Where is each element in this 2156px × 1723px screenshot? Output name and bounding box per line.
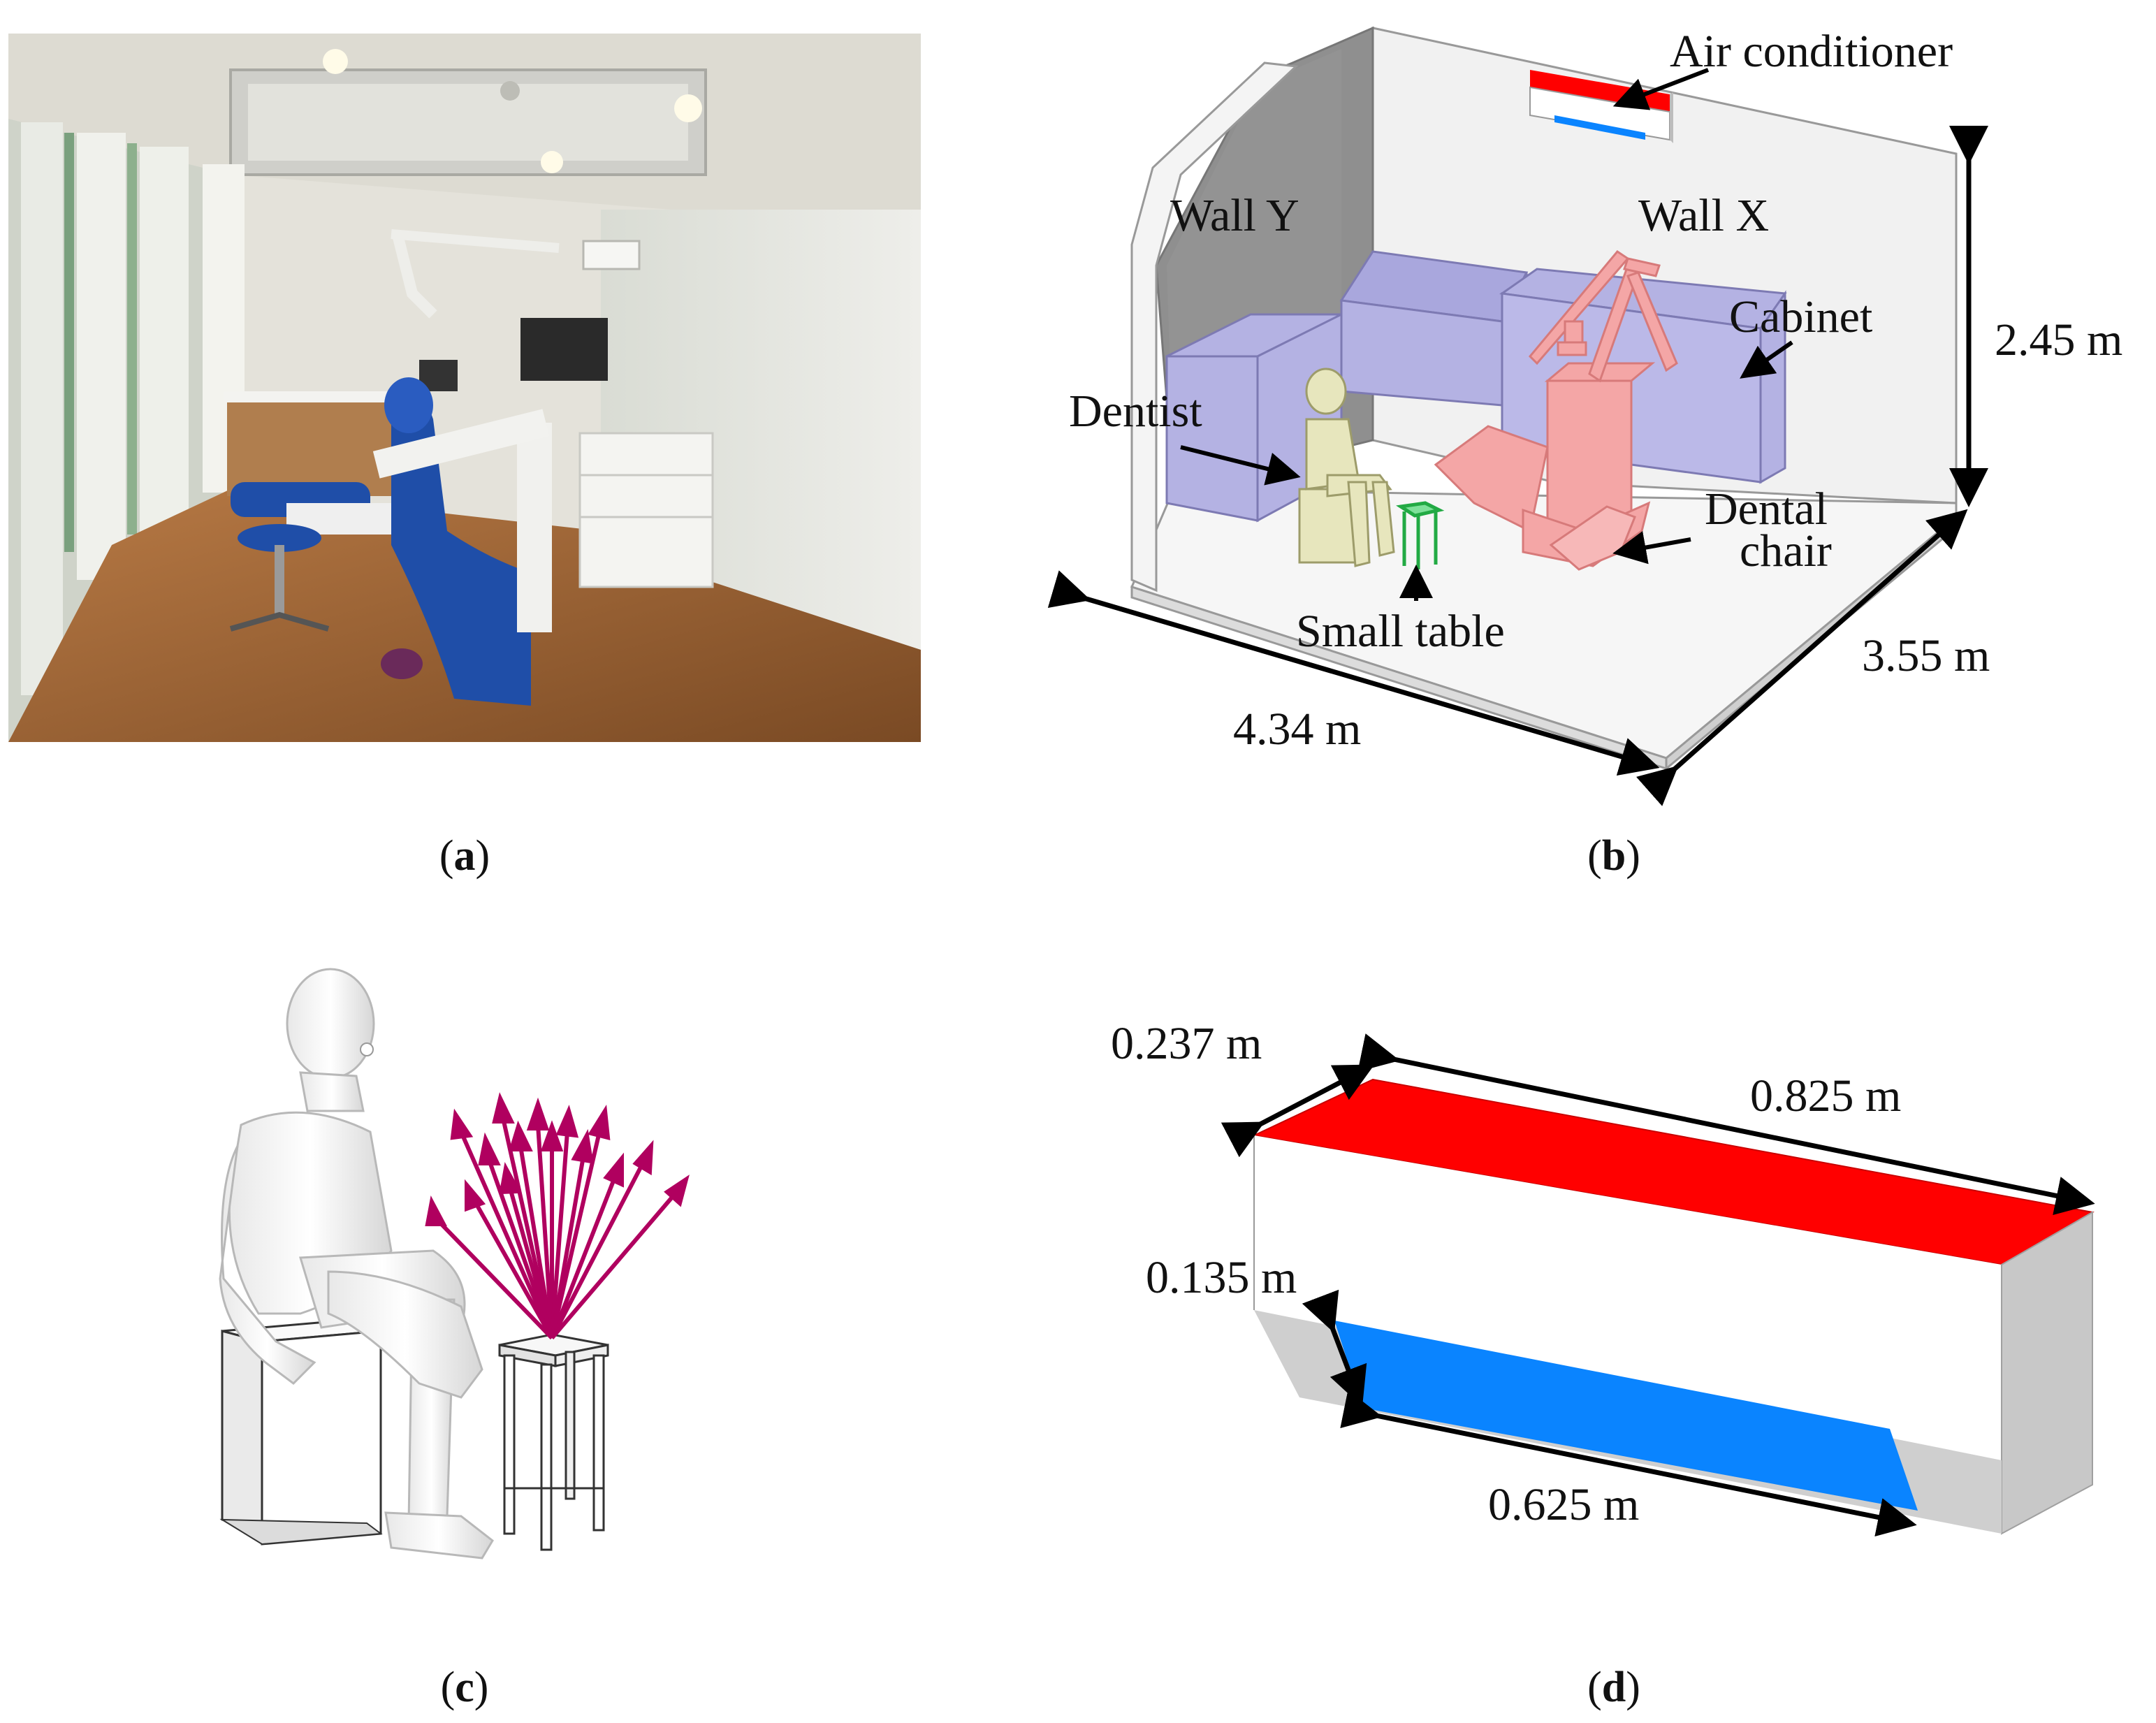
- arrow-air-conditioner: [1612, 68, 1710, 110]
- ac-front-face: [1254, 1135, 2002, 1460]
- dim-outlet-length-arrow: [1340, 1390, 1917, 1537]
- panel-c-model: [219, 968, 690, 1560]
- room-small-table: [1396, 501, 1445, 569]
- photo-cabinet: [227, 398, 405, 496]
- dim-outlet-length: 0.625 m: [1488, 1479, 1639, 1530]
- ac-side-face: [2001, 1211, 2093, 1535]
- particle-velocity-arrows: [425, 1092, 690, 1340]
- dim-depth-arrow: [1636, 509, 1968, 806]
- ceiling-light-icon: [674, 94, 702, 122]
- mouth-source-icon: [360, 1042, 374, 1056]
- label-cabinet: Cabinet: [1729, 291, 1872, 342]
- dim-depth-d: 0.237 m: [1111, 1018, 1262, 1069]
- panel-d-annotations: 0.237 m 0.825 m 0.135 m 0.625 m: [1111, 1018, 2095, 1537]
- dim-depth: 3.55 m: [1862, 630, 1990, 681]
- dim-length: 0.825 m: [1750, 1070, 1901, 1121]
- dim-length-arrow: [1357, 1033, 2095, 1215]
- panel-a-caption: (a): [439, 832, 490, 880]
- dim-width: 4.34 m: [1233, 704, 1361, 755]
- label-air-conditioner: Air conditioner: [1670, 26, 1953, 77]
- arrow-dentist: [1180, 445, 1301, 486]
- label-dentist: Dentist: [1069, 386, 1202, 437]
- panel-c-caption: (c): [441, 1664, 489, 1711]
- dim-outlet-height-arrow: [1302, 1289, 1367, 1407]
- panel-d-ac-unit: [1251, 1078, 2095, 1535]
- dim-depth-d-arrow: [1221, 1064, 1375, 1158]
- panel-a-photo: [8, 34, 921, 742]
- room-dental-chair: [1434, 250, 1678, 571]
- label-small-table: Small table: [1296, 606, 1505, 657]
- ceiling-speaker-icon: [500, 81, 520, 101]
- panel-b-annotations: Air conditioner Wall Y Wall X Cabinet De…: [1047, 26, 2122, 806]
- dim-height: 2.45 m: [1995, 314, 2122, 365]
- arrow-cabinet: [1740, 340, 1793, 379]
- dim-width-arrow: [1047, 570, 1660, 776]
- label-dental-chair-line2: chair: [1740, 525, 1832, 576]
- dim-outlet-height: 0.135 m: [1146, 1252, 1297, 1303]
- ceiling-light-icon: [323, 49, 348, 74]
- label-wall-y: Wall Y: [1170, 190, 1299, 241]
- panel-d-caption: (d): [1587, 1664, 1640, 1711]
- ceiling-light-icon: [541, 151, 563, 173]
- label-wall-x: Wall X: [1638, 190, 1769, 241]
- panel-b-caption: (b): [1587, 832, 1640, 880]
- seated-person: [219, 968, 494, 1560]
- window-blinds: [21, 122, 245, 695]
- panel-b-room-model: [1130, 26, 1958, 771]
- photo-drawers: [578, 432, 714, 588]
- panel-c-small-table: [498, 1333, 609, 1551]
- room-dentist: [1298, 368, 1395, 567]
- photo-stool: [229, 524, 330, 632]
- photo-monitor: [520, 318, 608, 381]
